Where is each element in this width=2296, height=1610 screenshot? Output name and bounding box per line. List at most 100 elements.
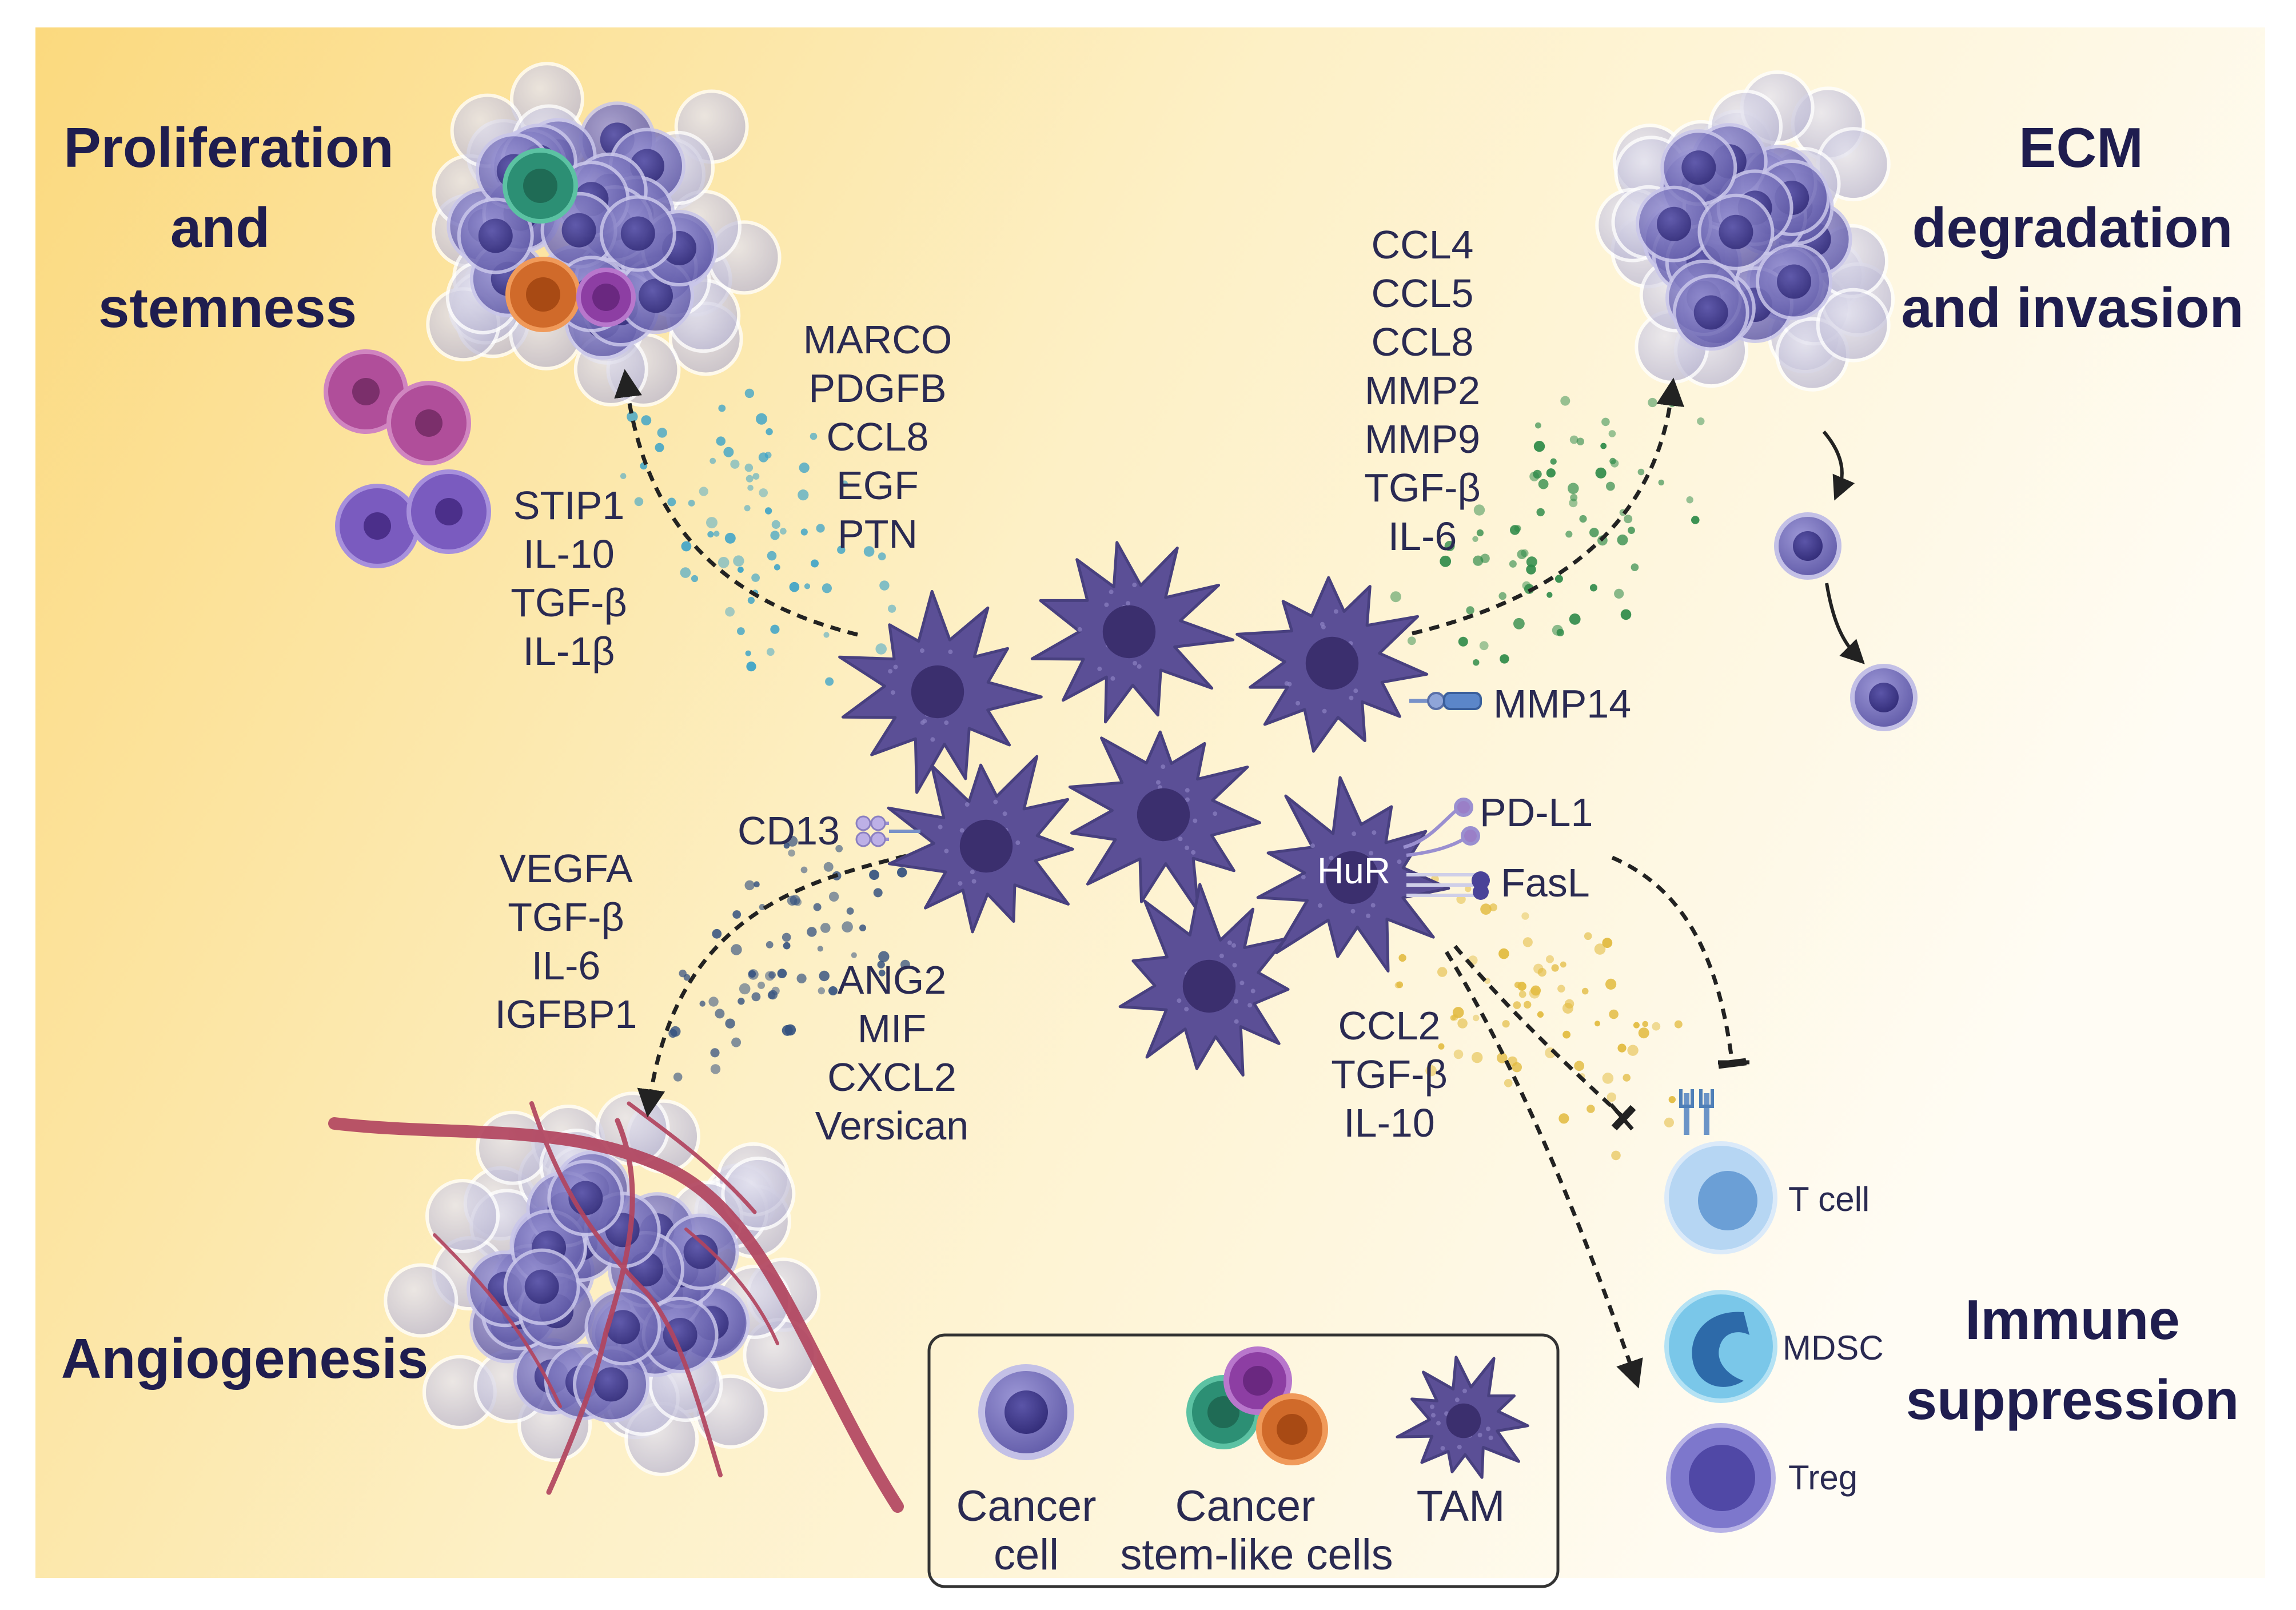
factor-dot <box>1602 938 1613 948</box>
factor-dot <box>1602 1073 1614 1084</box>
factor-dot <box>1438 1043 1445 1050</box>
legend-label: Cancer <box>956 1482 1097 1531</box>
factor-dot <box>1536 508 1545 517</box>
tam-nucleus <box>1102 605 1156 659</box>
factor-dot <box>1518 990 1526 998</box>
factor-dot <box>1579 515 1587 523</box>
factor-dot <box>1691 516 1700 524</box>
factor-dot <box>1398 954 1406 962</box>
factor-label: IL-10 <box>1344 1101 1435 1145</box>
factor-dot <box>751 573 760 582</box>
factor-list-angio-right: ANG2 MIF CXCL2 Versican <box>815 958 968 1148</box>
factor-dot <box>1570 493 1578 501</box>
factor-dot <box>667 497 676 507</box>
factor-dot <box>869 870 879 880</box>
factor-dot <box>759 904 766 910</box>
factor-dot <box>1453 1049 1464 1059</box>
factor-dot <box>823 862 834 872</box>
factor-dot <box>1513 1001 1521 1009</box>
factor-dot <box>1564 999 1574 1009</box>
factor-dot <box>875 643 887 655</box>
factor-dot <box>1473 1014 1480 1022</box>
factor-dot <box>1522 937 1533 947</box>
factor-dot <box>1623 1074 1631 1082</box>
factor-dot <box>823 632 830 638</box>
factor-dot <box>851 952 857 958</box>
inhibition-icon <box>1453 855 1747 1131</box>
factor-dot <box>718 404 726 412</box>
factor-dot <box>1607 1092 1616 1102</box>
factor-label: IL-6 <box>532 943 601 988</box>
factor-dot <box>799 463 810 473</box>
factor-dot <box>1560 961 1566 968</box>
factor-dot <box>1538 479 1549 489</box>
factor-dot <box>713 531 720 537</box>
factor-dot <box>1614 588 1624 599</box>
tumor-cluster-icon <box>1595 70 1895 392</box>
receptor-icon <box>855 815 920 847</box>
factor-list-proliferation-left: STIP1 IL-10 TGF-β IL-1β <box>511 483 627 674</box>
factor-label: PTN <box>838 512 918 556</box>
tam-nucleus <box>1305 636 1359 690</box>
factor-dot <box>1524 1001 1532 1009</box>
factor-dot <box>716 436 726 446</box>
factor-dot <box>1576 437 1584 445</box>
factor-dot <box>641 415 652 426</box>
factor-dot <box>1533 441 1545 452</box>
factor-dot <box>1581 987 1589 995</box>
factor-dot <box>739 983 751 995</box>
factor-dot <box>1479 641 1489 651</box>
factor-dot <box>1669 400 1676 408</box>
legend-cancer-cell: Cancer cell <box>956 1482 1097 1579</box>
factor-dot <box>1458 636 1468 647</box>
inhibition-bar <box>1609 1060 1749 1131</box>
factor-dot <box>767 551 777 561</box>
mdsc-label: MDSC <box>1783 1329 1884 1367</box>
factor-dot <box>770 531 780 540</box>
factor-dot <box>1609 1009 1619 1019</box>
factor-dot <box>709 457 716 464</box>
factor-label: IGFBP1 <box>495 992 637 1037</box>
factor-dot <box>1560 396 1570 406</box>
factor-dot <box>1521 912 1529 920</box>
factor-dot <box>620 473 627 479</box>
factor-dot <box>730 459 740 469</box>
factor-dot <box>1546 468 1556 478</box>
factor-dot <box>1601 417 1610 427</box>
treg-icon <box>1666 1423 1776 1533</box>
factor-dot <box>732 910 742 919</box>
factor-dot <box>1526 556 1537 568</box>
tam-nucleus <box>911 665 964 719</box>
tam-nucleus <box>1182 959 1236 1013</box>
factor-dot <box>634 497 644 507</box>
dividing-cell-icon <box>324 349 491 568</box>
factor-dot <box>1594 943 1606 955</box>
factor-dot <box>715 1009 725 1019</box>
factor-dot <box>657 428 667 438</box>
factor-dot <box>1595 467 1607 479</box>
factor-dot <box>1600 443 1607 449</box>
factor-dot <box>1472 1052 1483 1063</box>
receptor-icon <box>1403 798 1480 857</box>
factor-dot <box>1595 1021 1600 1027</box>
factor-dot <box>1497 1053 1508 1063</box>
factor-dot <box>1652 1022 1661 1031</box>
factor-dot <box>1394 982 1401 989</box>
factor-dot <box>747 596 755 604</box>
factor-dot <box>842 921 853 932</box>
factor-dot <box>710 1048 720 1058</box>
heading-ecm: ECM degradation and invasion <box>1901 116 2243 339</box>
factor-dot <box>764 507 772 515</box>
factor-dot <box>712 928 722 939</box>
factor-dot <box>744 880 755 891</box>
factor-label: EGF <box>836 463 919 508</box>
factor-dot <box>1686 496 1693 504</box>
factor-dot <box>1529 471 1540 481</box>
receptor-icon <box>1409 692 1482 710</box>
factor-dot <box>1565 531 1573 538</box>
factor-list-proliferation-right: MARCO PDGFB CCL8 EGF PTN <box>803 317 952 556</box>
factor-dot <box>710 1064 721 1074</box>
heading-line: and invasion <box>1901 276 2243 339</box>
factor-dot <box>820 923 831 933</box>
